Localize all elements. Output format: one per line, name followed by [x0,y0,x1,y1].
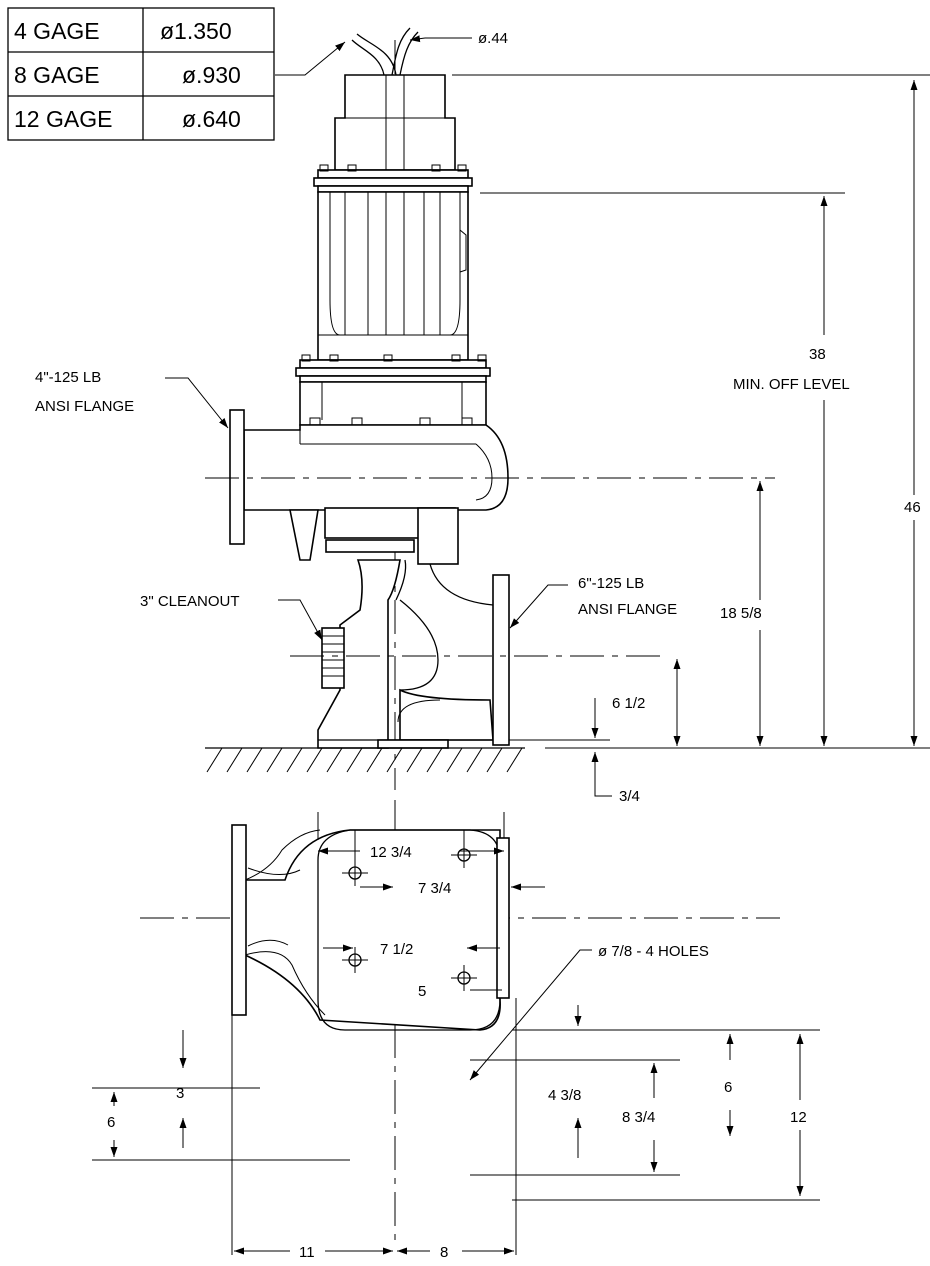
dim-6-right: 6 [724,1079,732,1096]
dim-off-level-value: 38 [809,346,826,363]
discharge-flange-label-1: 4"-125 LB [35,369,101,386]
table-dia-3: ø.640 [182,106,241,132]
dim-6-left: 6 [107,1114,115,1131]
dim-4-3-8: 4 3/8 [548,1087,581,1104]
dim-inlet-height: 6 1/2 [612,695,645,712]
pump-elevation-view: ø.44 4"-125 LB ANSI FLANGE 3" CLEANOUT 6… [35,27,930,805]
inlet-flange [492,574,510,746]
dim-base: 3/4 [619,788,640,805]
discharge-flange [229,409,245,545]
table-gage-2: 8 GAGE [14,62,100,88]
dim-8-3-4: 8 3/4 [622,1109,655,1126]
inlet-flange-label-2: ANSI FLANGE [578,601,677,618]
inlet-flange-label-1: 6"-125 LB [578,575,644,592]
dim-overall-height: 46 [904,499,921,516]
table-dia-1: ø1.350 [160,18,232,44]
floor-hatching [206,747,523,773]
table-gage-1: 4 GAGE [14,18,100,44]
cleanout-label: 3" CLEANOUT [140,593,240,610]
dim-11: 11 [299,1244,315,1261]
holes-label: ø 7/8 - 4 HOLES [598,943,709,960]
dim-off-level-text: MIN. OFF LEVEL [733,376,850,393]
pump-plan-view: 12 3/4 7 3/4 7 1/2 5 ø 7/8 - 4 HOLES 3 6 [92,800,820,1261]
mounting-holes [342,842,477,991]
cable-dia-label: ø.44 [478,30,508,47]
dim-8: 8 [440,1244,448,1261]
cable-table: 4 GAGE ø1.350 8 GAGE ø.930 12 GAGE ø.640 [7,7,275,141]
dim-3: 3 [176,1085,184,1102]
discharge-flange-label-2: ANSI FLANGE [35,398,134,415]
table-leader [275,41,346,76]
dim-7-1-2: 7 1/2 [380,941,413,958]
cleanout-port [321,627,345,689]
dim-5: 5 [418,983,426,1000]
dim-12: 12 [790,1109,807,1126]
dim-overall-width: 12 3/4 [370,844,412,861]
table-gage-3: 12 GAGE [14,106,112,132]
dim-7-3-4: 7 3/4 [418,880,451,897]
dim-discharge-height: 18 5/8 [720,605,762,622]
table-dia-2: ø.930 [182,62,241,88]
